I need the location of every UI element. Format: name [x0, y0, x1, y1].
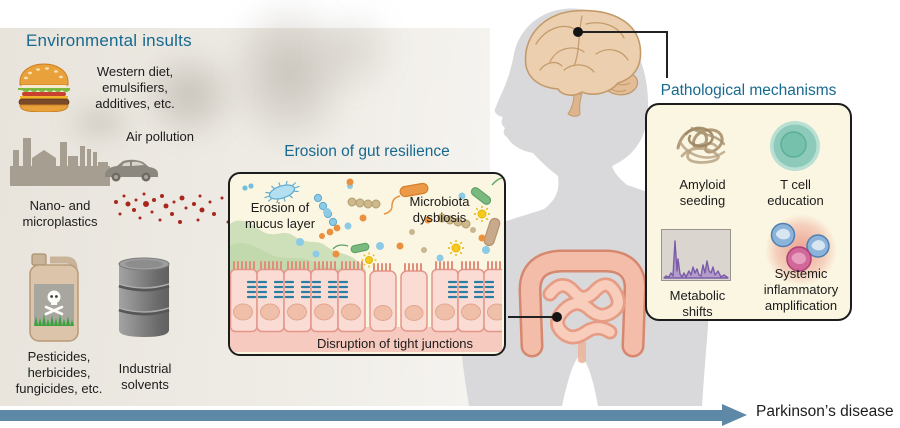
pesticides-label: Pesticides, herbicides, fungicides, etc.: [15, 349, 103, 397]
pathological-panel-title: Pathological mechanisms: [660, 82, 837, 99]
parkinsons-arrow: [0, 410, 722, 421]
hamburger-icon: [18, 63, 70, 112]
environmental-heading: Environmental insults: [26, 31, 192, 50]
brain-icon: [524, 9, 642, 117]
industrial-solvents-label: Industrial solvents: [118, 361, 172, 393]
parkinsons-arrowhead-icon: [722, 404, 747, 426]
dysbiosis-label: Microbiota dysbiosis: [409, 194, 470, 226]
gut-epithelium-illustration: [230, 177, 502, 352]
parkinsons-disease-label: Parkinson’s disease: [756, 403, 894, 420]
brain-connector-line: [666, 31, 668, 78]
gut-panel-title: Erosion of gut resilience: [284, 143, 450, 160]
amyloid-seeding-label: Amyloid seeding: [679, 177, 726, 209]
brain-connector-dot: [573, 27, 583, 37]
brain-connector-line: [578, 31, 668, 33]
microplastics-label: Nano- and microplastics: [22, 198, 98, 230]
mucus-erosion-label: Erosion of mucus layer: [244, 200, 316, 232]
inflammatory-cells-icon: [770, 222, 830, 272]
tight-junction-label: Disruption of tight junctions: [316, 336, 474, 351]
industrial-drum-icon: [118, 257, 170, 337]
gut-panel: [228, 172, 506, 356]
smoke-plume-icon: [210, 0, 370, 170]
metabolic-shifts-label: Metabolic shifts: [669, 288, 726, 320]
smoke-plume-icon: [125, 35, 255, 155]
factory-icon: [10, 138, 110, 186]
gut-connector-dot: [552, 312, 562, 322]
smoke-plume-icon: [55, 95, 145, 150]
microplastic-particles-icon: [114, 192, 232, 224]
smoke-plume-icon: [300, 0, 410, 110]
western-diet-label: Western diet, emulsifiers, additives, et…: [95, 64, 175, 112]
t-cell-icon: [770, 121, 820, 171]
gut-connector-line: [508, 316, 556, 318]
systemic-inflammation-label: Systemic inflammatory amplification: [763, 266, 839, 314]
air-pollution-label: Air pollution: [126, 129, 194, 144]
microbes: [242, 177, 502, 268]
metabolite-spectrum-icon: [661, 229, 731, 281]
pesticide-jug-icon: [29, 253, 79, 342]
amyloid-fibril-tangle-icon: [676, 126, 726, 164]
car-icon: [105, 159, 158, 182]
intestines-icon: [518, 249, 647, 363]
